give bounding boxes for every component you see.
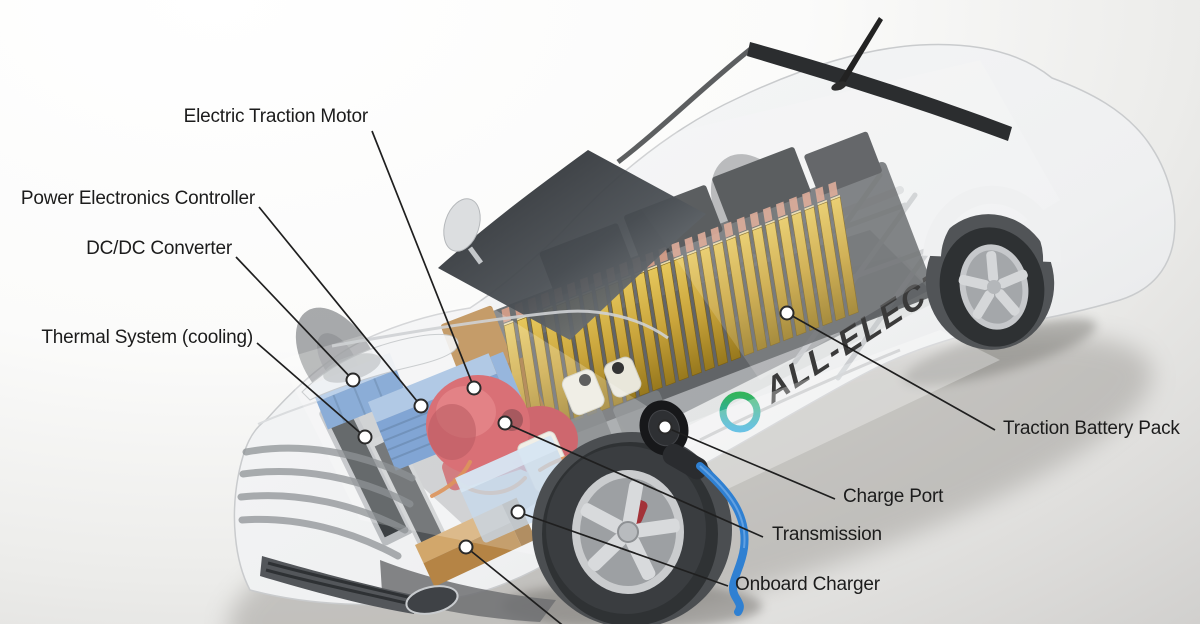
side-mirror	[443, 198, 481, 252]
leader-5-line	[664, 426, 836, 500]
greenhouse	[438, 17, 1012, 340]
leader-5-dot	[657, 419, 673, 435]
leader-6-line	[504, 422, 764, 538]
transmission-cover	[455, 435, 579, 543]
leader-1-line	[258, 206, 422, 407]
front-components	[310, 351, 671, 587]
leader-0-dot	[466, 380, 482, 396]
rear-fender-arch	[923, 185, 1062, 263]
roof-edge	[616, 46, 754, 164]
hood-edge	[331, 309, 669, 348]
headlight-lamp	[323, 353, 381, 383]
front-fascia	[237, 309, 669, 615]
antenna	[836, 17, 883, 90]
leader-7-line	[517, 511, 729, 587]
charging-plug	[662, 443, 708, 480]
rear-wheel-spokes	[958, 251, 1028, 319]
leader-6-dot	[497, 415, 513, 431]
leader-3-dot	[357, 429, 373, 445]
leader-4-dot	[779, 305, 795, 321]
brand-ring-logo	[719, 391, 761, 433]
leader-4-line	[786, 312, 996, 431]
grille-bars	[237, 444, 416, 560]
front-underbody	[380, 560, 556, 622]
leader-0-line	[371, 130, 475, 389]
callout-layer	[235, 130, 996, 624]
fog-lamp	[405, 585, 459, 615]
leader-partial-line	[465, 546, 563, 624]
leader-2-dot	[345, 372, 361, 388]
thermal-radiator-1	[319, 398, 413, 546]
wheel-spokes	[580, 480, 680, 581]
charging-cable-highlight	[699, 465, 746, 549]
rear-right-wheel	[923, 185, 1062, 350]
roof-stripe	[747, 42, 1012, 141]
rocker-line	[699, 348, 901, 442]
leader-partial-dot	[458, 539, 474, 555]
mirror-stalk	[467, 246, 484, 265]
lower-grille-slats	[265, 561, 413, 606]
windshield	[438, 150, 706, 340]
leader-1-dot	[413, 398, 429, 414]
leader-7-dot	[510, 504, 526, 520]
front-left-wheel	[532, 432, 732, 624]
antenna-base	[831, 81, 847, 91]
leader-2-line	[235, 256, 354, 381]
leader-3-line	[256, 342, 366, 438]
